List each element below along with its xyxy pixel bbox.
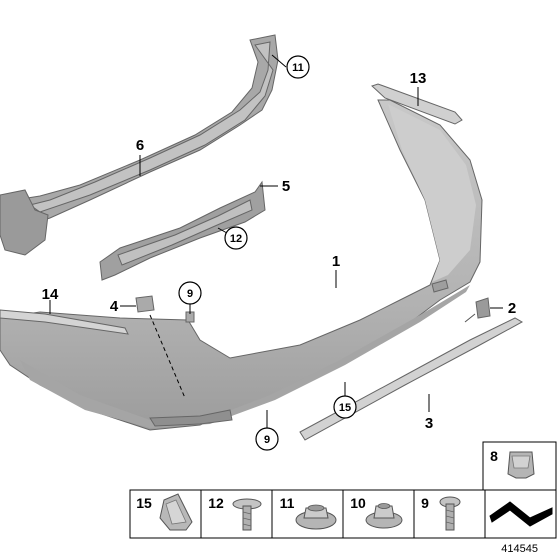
mount-screw-top: [185, 311, 195, 323]
callout-9-top: 9: [178, 281, 202, 305]
callout-1: 1: [332, 253, 340, 270]
screw-icon: [232, 498, 262, 531]
callout-4: 4: [110, 298, 119, 315]
fastener-table: 8 15 12 11 10 9: [129, 441, 557, 539]
fastener-label-12: 12: [208, 495, 224, 511]
doc-id: 414545: [501, 543, 538, 555]
callout-5: 5: [282, 178, 290, 195]
small-clip-left: [135, 295, 155, 313]
svg-text:9: 9: [264, 434, 270, 446]
cap-nut-icon: [365, 503, 403, 529]
fastener-label-11: 11: [280, 495, 295, 511]
torx-screw-icon: [439, 496, 461, 531]
trim-strip-left: [0, 309, 129, 335]
callout-13: 13: [410, 70, 427, 87]
callout-14: 14: [42, 286, 59, 303]
callout-11: 11: [286, 55, 310, 79]
svg-text:11: 11: [292, 62, 304, 74]
flange-nut-icon: [295, 504, 337, 530]
impact-absorber: [99, 180, 266, 281]
trim-strip-top: [371, 83, 463, 125]
callout-9-bottom: 9: [255, 427, 279, 451]
svg-text:15: 15: [339, 402, 351, 414]
fastener-label-9: 9: [421, 495, 429, 511]
callout-2: 2: [508, 300, 516, 317]
assembly-dashed-line: [149, 314, 186, 399]
fastener-label-15: 15: [136, 495, 152, 511]
clip-nut-icon: [507, 451, 535, 479]
svg-text:12: 12: [230, 233, 242, 245]
symbol-icon: [489, 501, 553, 527]
callout-3: 3: [425, 415, 433, 432]
callout-6: 6: [136, 137, 144, 154]
fastener-label-10: 10: [350, 495, 366, 511]
callout-15: 15: [333, 395, 357, 419]
small-bracket-right: [464, 297, 491, 323]
spring-clip-icon: [159, 493, 193, 531]
fastener-label-8: 8: [490, 448, 498, 464]
bumper-trim-panel: [0, 99, 483, 431]
bumper-carrier: [0, 34, 279, 256]
callout-12: 12: [224, 226, 248, 250]
svg-text:9: 9: [187, 288, 193, 300]
